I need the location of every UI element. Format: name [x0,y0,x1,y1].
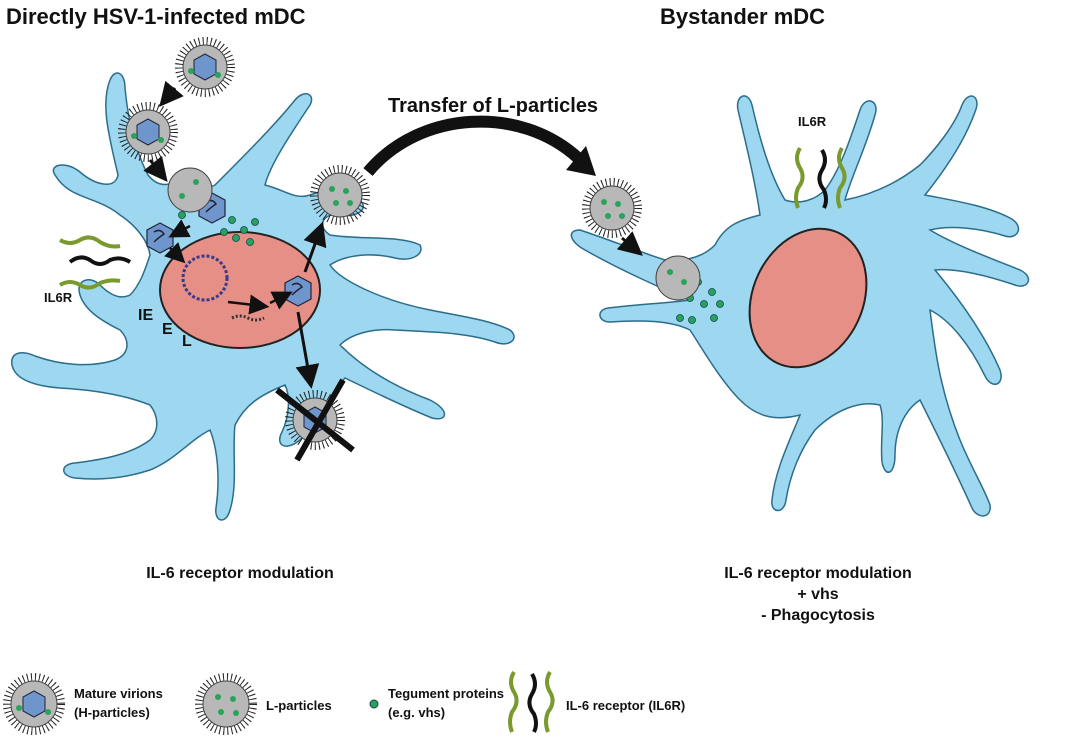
il6r-left [58,235,132,290]
il6r-label-left: IL6R [44,290,73,305]
tegument-protein-icon [369,699,379,709]
left-nucleus [159,231,321,349]
transfer-arrow [363,115,583,176]
left-title: Directly HSV-1-infected mDC [6,4,306,29]
gene-label-ie: IE [138,307,153,324]
l-particle-icon [195,673,257,735]
transfer-arrowhead [566,146,596,176]
il6r-right [794,146,847,209]
blocked-virion-icon [275,378,355,462]
right-title: Bystander mDC [660,4,825,29]
right-cell: IL6R [570,95,1030,517]
legend: Mature virions (H-particles) L-particles… [3,670,685,735]
right-caption-line-3: - Phagocytosis [761,607,875,624]
fusing-l-particle-icon [655,255,701,301]
l-particle-icon [310,165,370,225]
transfer-label: Transfer of L-particles [388,95,598,117]
fusing-virion-icon [167,167,213,213]
capsid-icon [284,275,312,307]
circular-dna-icon [181,254,229,302]
mature-virion-icon [3,673,65,735]
right-caption-line-2: + vhs [797,586,838,603]
mature-virion-icon [175,37,235,97]
replicating-dna-icon [231,314,265,322]
left-caption: IL-6 receptor modulation [146,565,334,582]
right-nucleus [748,227,868,369]
l-particle-icon [582,178,642,238]
left-cell: IE E L IL6R [11,72,515,521]
legend-label-l-particles: L-particles [266,698,332,713]
right-caption-line-1: IL-6 receptor modulation [724,565,912,582]
gene-label-e: E [162,321,173,338]
gene-label-l: L [182,333,192,350]
legend-label-il6r: IL-6 receptor (IL6R) [566,698,685,713]
il6r-label-right: IL6R [798,114,827,129]
legend-label-tegument-1: Tegument proteins [388,686,504,701]
legend-label-tegument-2: (e.g. vhs) [388,705,445,720]
capsid-icon [146,222,174,254]
il6-receptor-icon [508,670,555,733]
mature-virion-icon [118,102,178,162]
legend-label-mature-1: Mature virions [74,686,163,701]
legend-label-mature-2: (H-particles) [74,705,150,720]
